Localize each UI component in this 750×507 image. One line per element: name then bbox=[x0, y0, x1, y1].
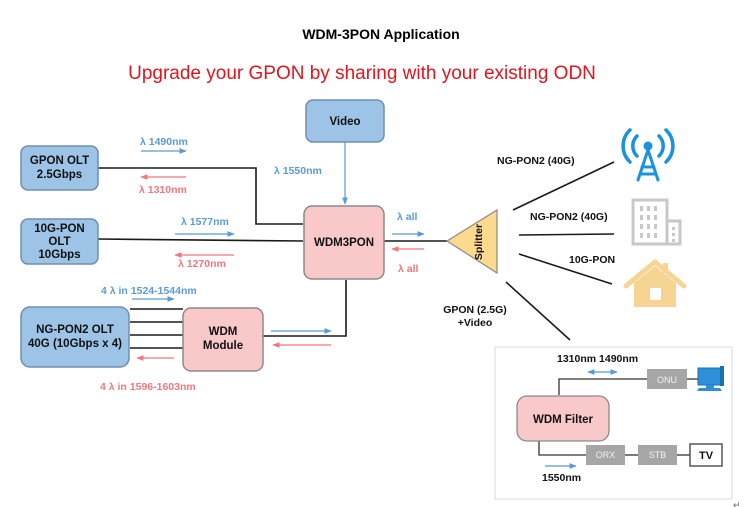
fiber-lines bbox=[97, 161, 615, 349]
gpon-olt-node[interactable]: GPON OLT 2.5Gbps bbox=[20, 145, 99, 191]
branch-label-gpon-1: GPON (2.5G) bbox=[443, 304, 507, 316]
diagram-subtitle: Upgrade your GPON by sharing with your e… bbox=[128, 63, 596, 84]
ngpon2-up-label: 4 λ in 1596-1603nm bbox=[100, 381, 196, 393]
tenG-down-label: λ 1577nm bbox=[181, 216, 229, 228]
home-terminal-inset: 1310nm 1490nm WDM Filter ONU ORX STB bbox=[494, 346, 733, 500]
stb-node[interactable]: STB bbox=[638, 445, 677, 465]
splitter-node[interactable]: Splitter bbox=[445, 208, 498, 275]
ngpon2-down-label: 4 λ in 1524-1544nm bbox=[101, 285, 197, 297]
wdm-filter-label: WDM Filter bbox=[533, 414, 594, 426]
diagram-title: WDM-3PON Application bbox=[302, 26, 459, 42]
branch-line-gpon bbox=[505, 281, 571, 341]
inset-wavelengths-top: 1310nm 1490nm bbox=[557, 353, 638, 365]
inset-wavelength-bottom: 1550nm bbox=[542, 472, 581, 484]
gpon-up-label: λ 1310nm bbox=[139, 184, 187, 196]
orx-label: ORX bbox=[596, 450, 616, 460]
building-icon bbox=[631, 198, 682, 246]
ngpon2-olt-node[interactable]: NG-PON2 OLT 40G (10Gbps x 4) bbox=[20, 306, 130, 368]
ngpon2-fiber bbox=[263, 280, 347, 337]
branch-line-tower bbox=[512, 161, 615, 211]
wdm-filter-node[interactable]: WDM Filter bbox=[516, 395, 610, 442]
branch-line-building bbox=[518, 233, 615, 236]
return-mark: ↵ bbox=[733, 500, 741, 507]
orx-node[interactable]: ORX bbox=[586, 445, 625, 465]
tenG-olt-label-1: 10G-PON bbox=[34, 223, 85, 235]
branch-label-building: NG-PON2 (40G) bbox=[530, 211, 608, 223]
ngpon2-olt-label-2: 40G (10Gbps x 4) bbox=[28, 338, 122, 350]
gpon-olt-label-1: GPON OLT bbox=[30, 155, 89, 167]
wdm3pon-node[interactable]: WDM3PON bbox=[303, 205, 385, 280]
video-node[interactable]: Video bbox=[305, 99, 385, 143]
stb-label: STB bbox=[649, 450, 667, 460]
all-up-label: λ all bbox=[398, 263, 419, 275]
wdm-module-label-1: WDM bbox=[209, 326, 238, 338]
computer-icon bbox=[697, 366, 724, 391]
ngpon2-olt-label-1: NG-PON2 OLT bbox=[36, 324, 114, 336]
tenG-pon-olt-node[interactable]: 10G-PON OLT 10Gbps bbox=[20, 218, 99, 265]
video-wavelength-label: λ 1550nm bbox=[274, 165, 322, 177]
branch-line-house bbox=[518, 253, 613, 285]
house-icon bbox=[623, 259, 687, 307]
gpon-fiber bbox=[98, 167, 303, 225]
video-label: Video bbox=[329, 116, 360, 128]
splitter-label: Splitter bbox=[473, 224, 485, 260]
tenG-olt-label-3: 10Gbps bbox=[38, 249, 80, 261]
tv-label: TV bbox=[699, 450, 714, 462]
tv-node[interactable]: TV bbox=[689, 443, 723, 467]
gpon-down-label: λ 1490nm bbox=[140, 136, 188, 148]
onu-node[interactable]: ONU bbox=[647, 369, 687, 389]
wavelength-arrows: λ 1490nm λ 1310nm λ 1577nm λ 1270nm λ al… bbox=[100, 136, 425, 393]
gpon-olt-label-2: 2.5Gbps bbox=[37, 169, 82, 181]
branch-label-tower: NG-PON2 (40G) bbox=[497, 155, 575, 167]
wdm-module-label-2: Module bbox=[203, 340, 243, 352]
tenG-up-label: λ 1270nm bbox=[178, 258, 226, 270]
branch-label-gpon-2: +Video bbox=[458, 317, 493, 329]
tenG-olt-label-2: OLT bbox=[48, 236, 70, 248]
wdm3pon-label: WDM3PON bbox=[314, 237, 374, 249]
tenG-fiber bbox=[97, 238, 304, 242]
onu-label: ONU bbox=[657, 375, 677, 385]
branch-label-house: 10G-PON bbox=[569, 254, 615, 266]
cell-tower-icon bbox=[621, 128, 675, 182]
all-down-label: λ all bbox=[397, 211, 418, 223]
wdm-module-node[interactable]: WDM Module bbox=[182, 307, 264, 372]
